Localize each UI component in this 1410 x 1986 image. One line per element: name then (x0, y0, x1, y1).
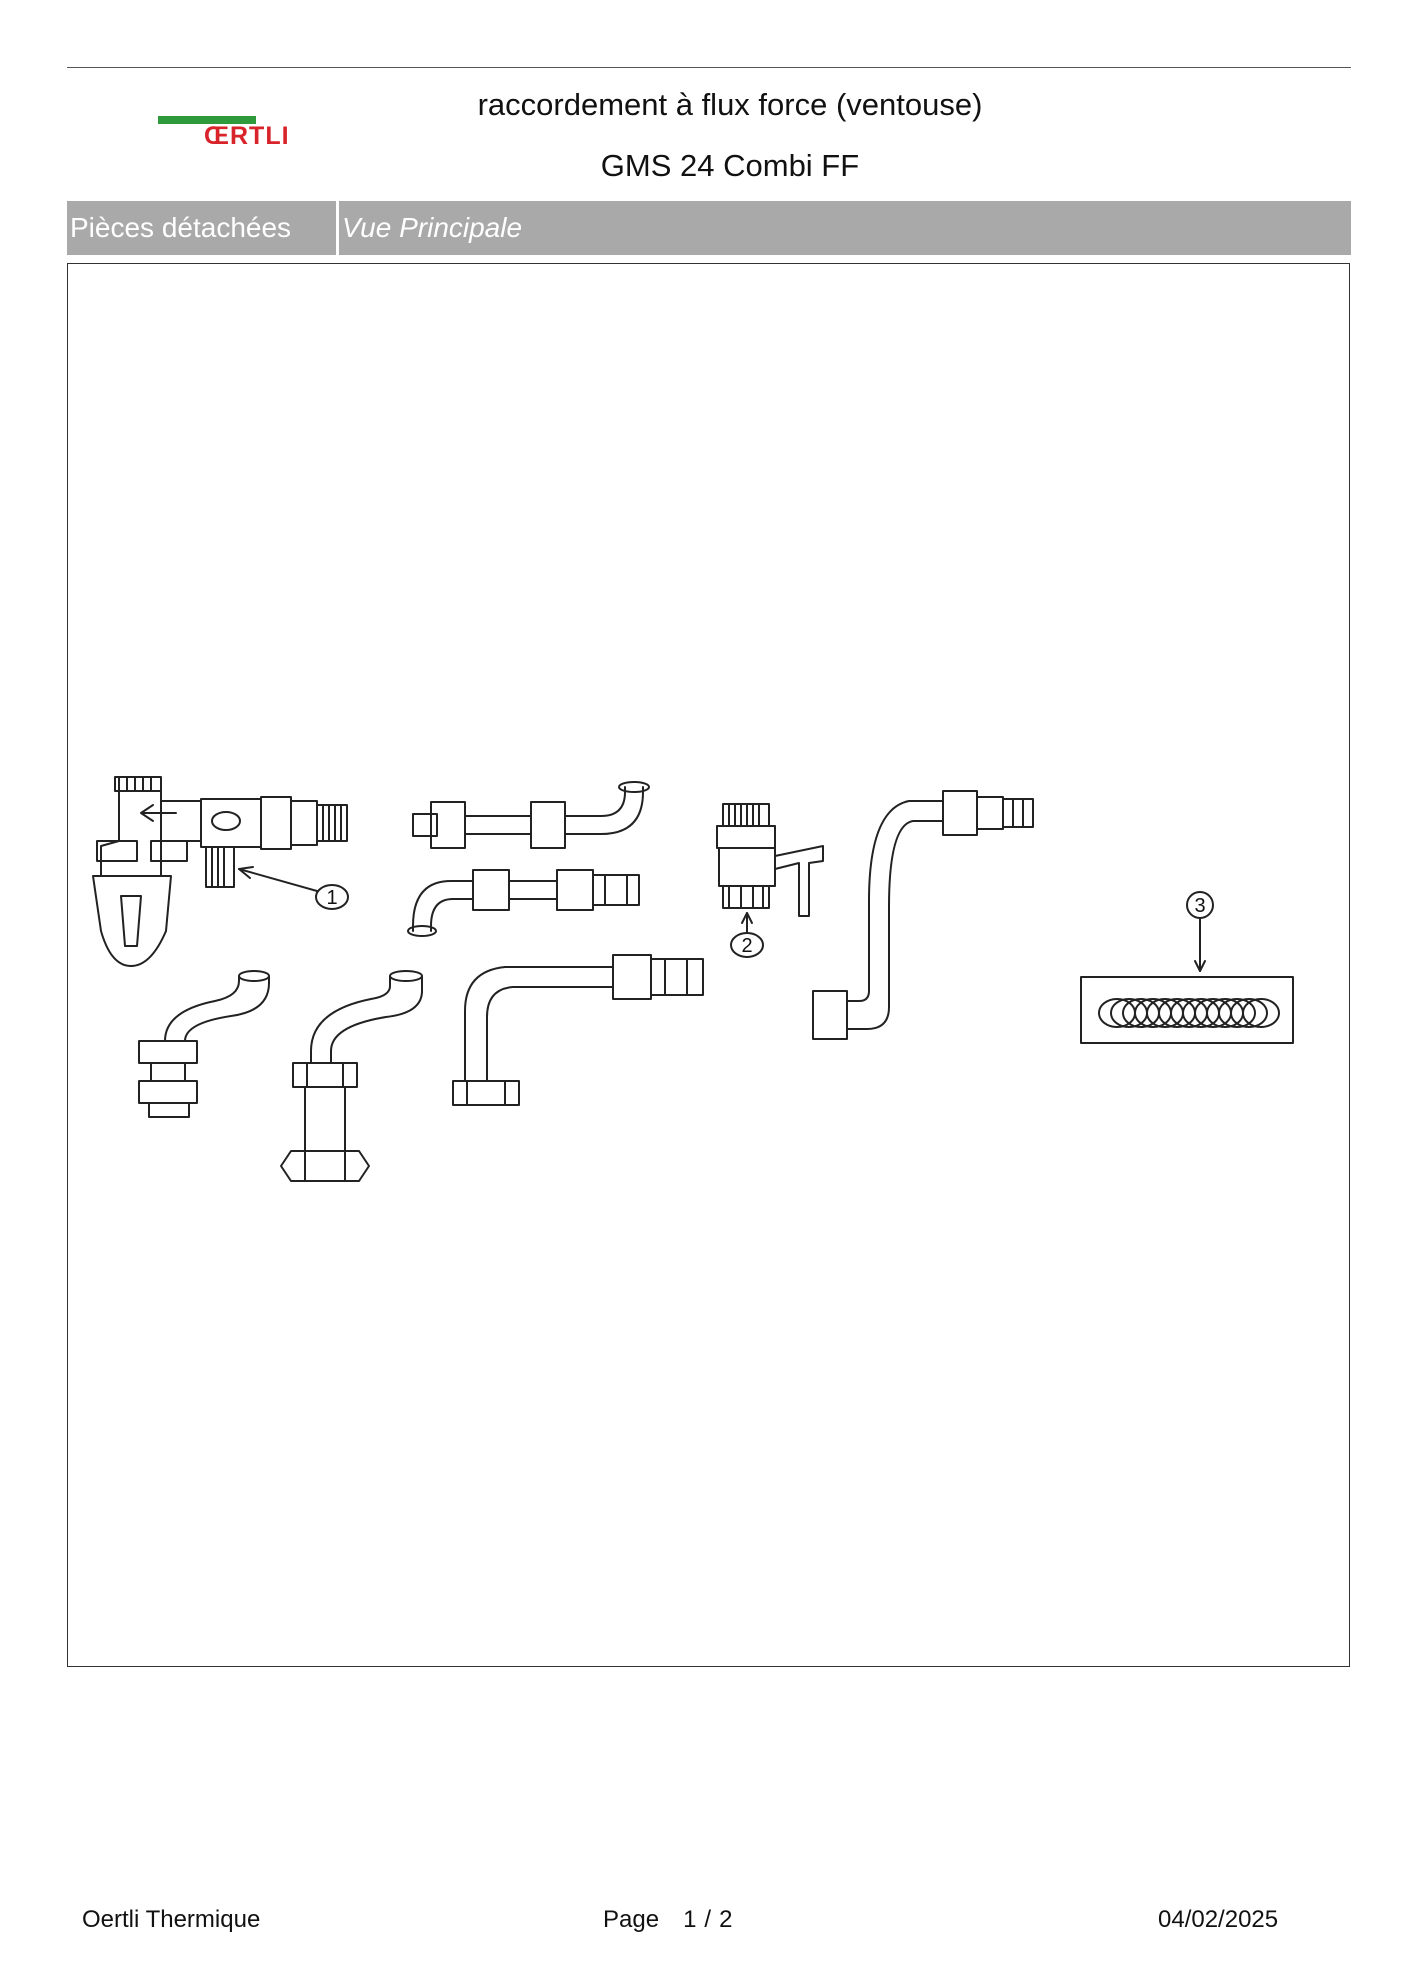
footer-page-sep: / (704, 1906, 712, 1933)
callout-2 (730, 932, 764, 958)
pipe-z-bend-tall (812, 790, 1034, 1040)
callout-1 (315, 884, 349, 910)
footer-company: Oertli Thermique (82, 1906, 261, 1933)
top-rule (67, 67, 1351, 68)
footer-page-total: 2 (719, 1906, 733, 1933)
callout-3 (1186, 891, 1214, 919)
pipe-straight-bend-top (412, 781, 650, 849)
footer-page-current: 1 (683, 1906, 697, 1933)
pipe-s-bend-hex (280, 970, 423, 1182)
document-subtitle: GMS 24 Combi FF (600, 148, 860, 183)
callout-1-label: 1 (326, 887, 337, 909)
callout-2-label: 2 (741, 935, 752, 957)
footer-date: 04/02/2025 (1158, 1906, 1279, 1933)
pipe-l-bend (452, 954, 704, 1106)
diagram-frame: 1 2 3 (67, 263, 1350, 1667)
pipe-s-bend-left (138, 970, 270, 1118)
footer-page-label: Page (603, 1906, 660, 1933)
pipe-straight-bend-middle (407, 869, 640, 937)
logo-green-bar (158, 116, 256, 124)
section-divider (336, 201, 339, 255)
callout-3-label: 3 (1194, 895, 1205, 917)
parts-exploded-drawing: 1 2 3 (92, 776, 1294, 1182)
footer-page-indicator: Page 1 / 2 (603, 1906, 732, 1934)
section-view-label: Vue Principale (342, 212, 523, 243)
oertli-logo: ŒRTLI (158, 114, 308, 156)
document-title: raccordement à flux force (ventouse) (477, 87, 983, 122)
ball-valve (716, 803, 824, 934)
section-label: Pièces détachées (70, 212, 292, 243)
sealing-washers (1080, 918, 1294, 1044)
logo-text: ŒRTLI (204, 122, 290, 150)
valve-filter-assembly (92, 776, 348, 967)
section-header-bar: Pièces détachées Vue Principale (67, 201, 1351, 255)
